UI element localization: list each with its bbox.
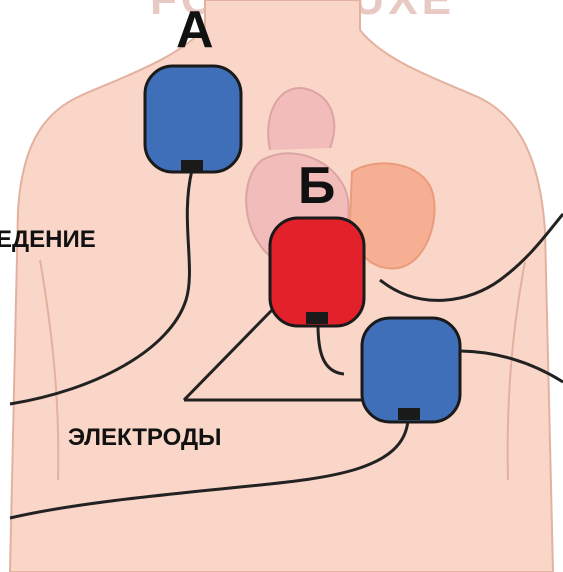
electrodes-label: ЭЛЕКТРОДЫ <box>68 424 222 452</box>
pad-a-label: А <box>176 4 214 56</box>
pad-b <box>270 218 364 326</box>
lead-label: ЕДЕНИЕ <box>0 226 96 254</box>
pad-b-label: Б <box>298 160 335 212</box>
pad-a <box>145 66 241 172</box>
pad-b-connector <box>306 312 328 324</box>
pad-lower-connector <box>398 408 420 420</box>
pad-lower <box>362 318 460 422</box>
pad-a-connector <box>181 160 203 172</box>
